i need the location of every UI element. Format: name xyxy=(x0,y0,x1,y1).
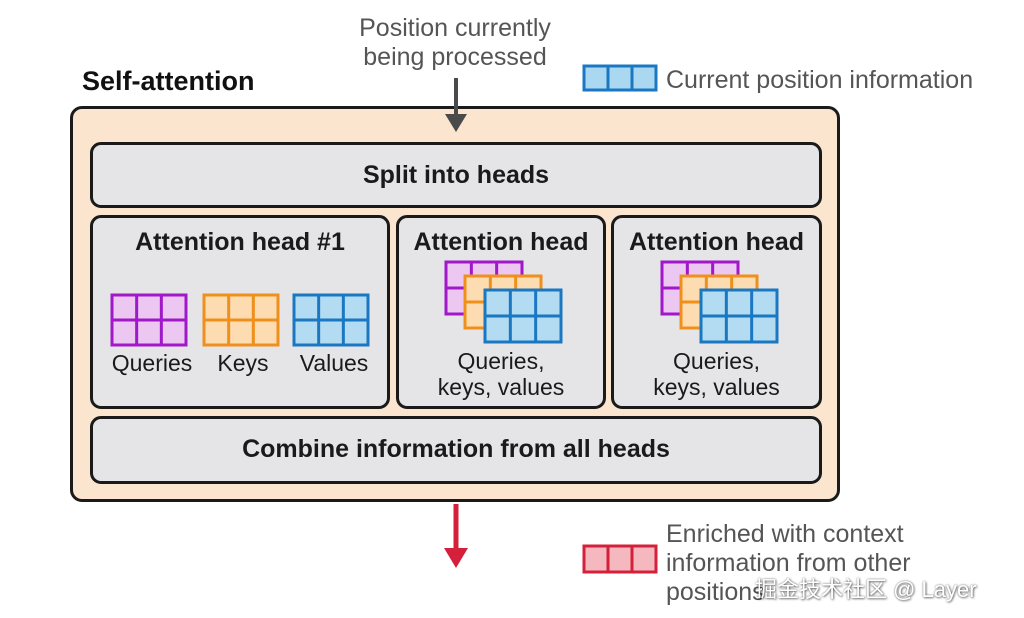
current-position-label-line1: Position currently xyxy=(359,14,551,42)
head-2-qkv-line1: Queries, xyxy=(457,348,545,374)
self-attention-title: Self-attention xyxy=(82,66,255,96)
values-matrix xyxy=(292,293,370,347)
head-3-values-matrix xyxy=(699,288,779,344)
watermark: 掘金技术社区 @ Layer xyxy=(755,577,977,602)
head-2-qkv-line2: keys, values xyxy=(437,374,565,400)
combine-heads-label: Combine information from all heads xyxy=(242,435,670,463)
head-3-qkv-label: Queries, keys, values xyxy=(614,348,819,400)
current-position-label-line2: being processed xyxy=(363,43,547,71)
head-2-qkv-label: Queries, keys, values xyxy=(399,348,603,400)
keys-label: Keys xyxy=(217,350,269,376)
legend-current-swatch xyxy=(582,64,658,92)
queries-label: Queries xyxy=(111,350,193,376)
head-2-values-matrix xyxy=(483,288,563,344)
head-3-qkv-line2: keys, values xyxy=(653,374,780,400)
head-3-qkv-line1: Queries, xyxy=(673,348,760,374)
legend-enriched-line3: positions xyxy=(666,578,765,606)
matrices xyxy=(110,64,779,574)
output-arrow-icon xyxy=(444,504,468,568)
values-label: Values xyxy=(299,350,369,376)
split-into-heads-box: Split into heads xyxy=(90,142,822,208)
legend-enriched-swatch xyxy=(582,544,658,574)
legend-enriched-line1: Enriched with context xyxy=(666,520,904,548)
legend-current-label: Current position information xyxy=(666,66,974,94)
queries-matrix xyxy=(110,293,188,347)
legend-enriched-label: Enriched with context information from o… xyxy=(666,520,911,607)
keys-matrix xyxy=(202,293,280,347)
split-into-heads-label: Split into heads xyxy=(362,161,550,189)
arrows xyxy=(444,78,468,568)
attention-head-1-title: Attention head #1 xyxy=(135,228,345,256)
input-arrow-icon xyxy=(445,78,467,132)
combine-heads-box: Combine information from all heads xyxy=(90,416,822,484)
current-position-label: Position currently being processed xyxy=(330,14,580,72)
legend-enriched-line2: information from other xyxy=(666,549,911,577)
